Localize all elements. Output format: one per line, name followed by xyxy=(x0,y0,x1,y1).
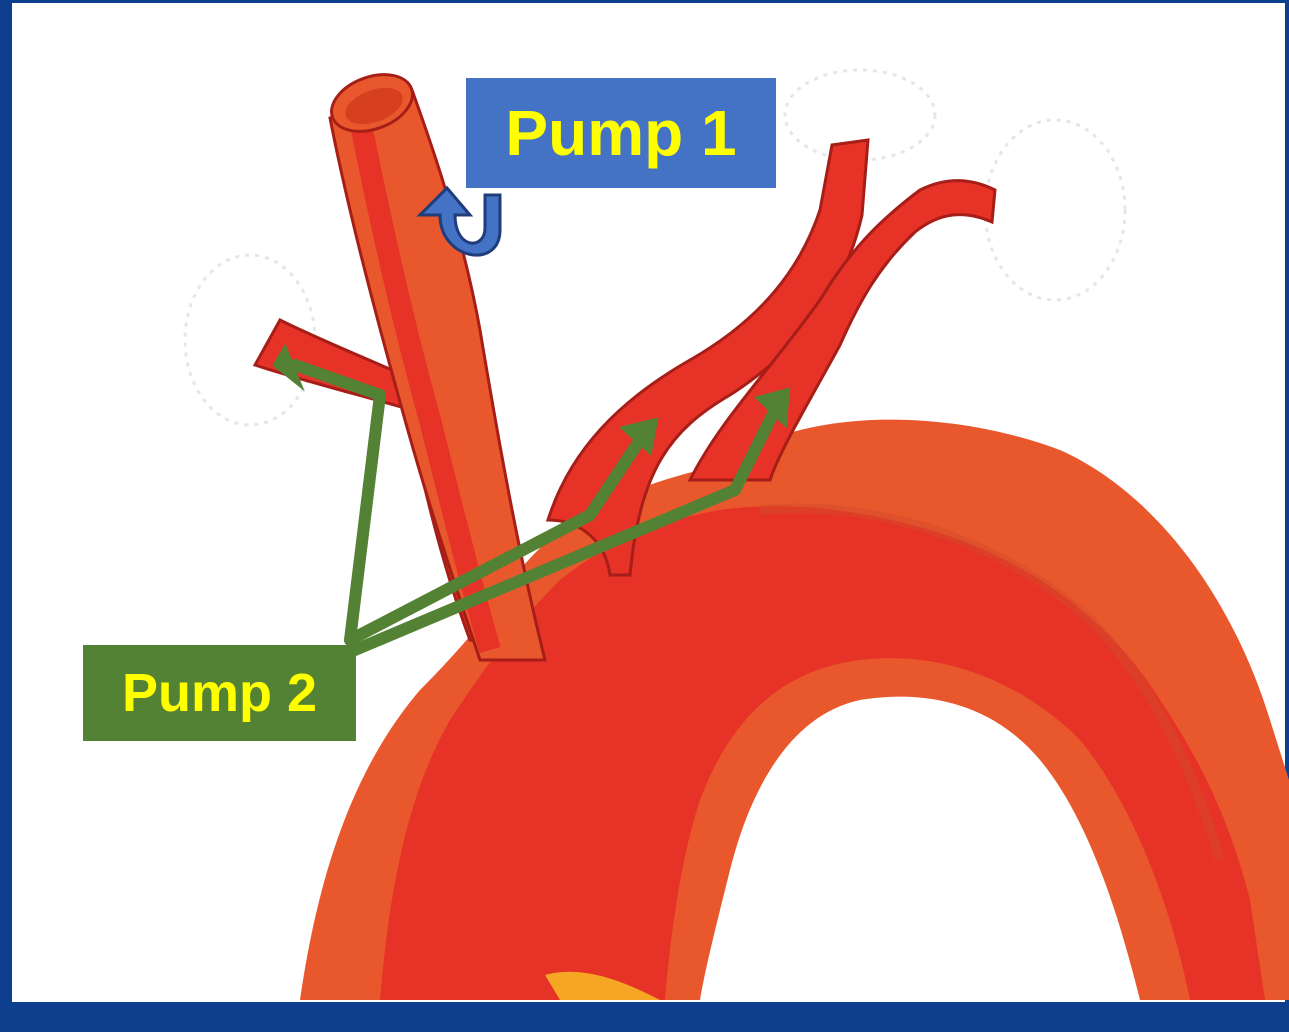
pump2-label: Pump 2 xyxy=(83,645,356,741)
pump2-label-text: Pump 2 xyxy=(122,662,317,724)
pump1-label-text: Pump 1 xyxy=(505,96,736,170)
pump1-label: Pump 1 xyxy=(466,78,776,188)
